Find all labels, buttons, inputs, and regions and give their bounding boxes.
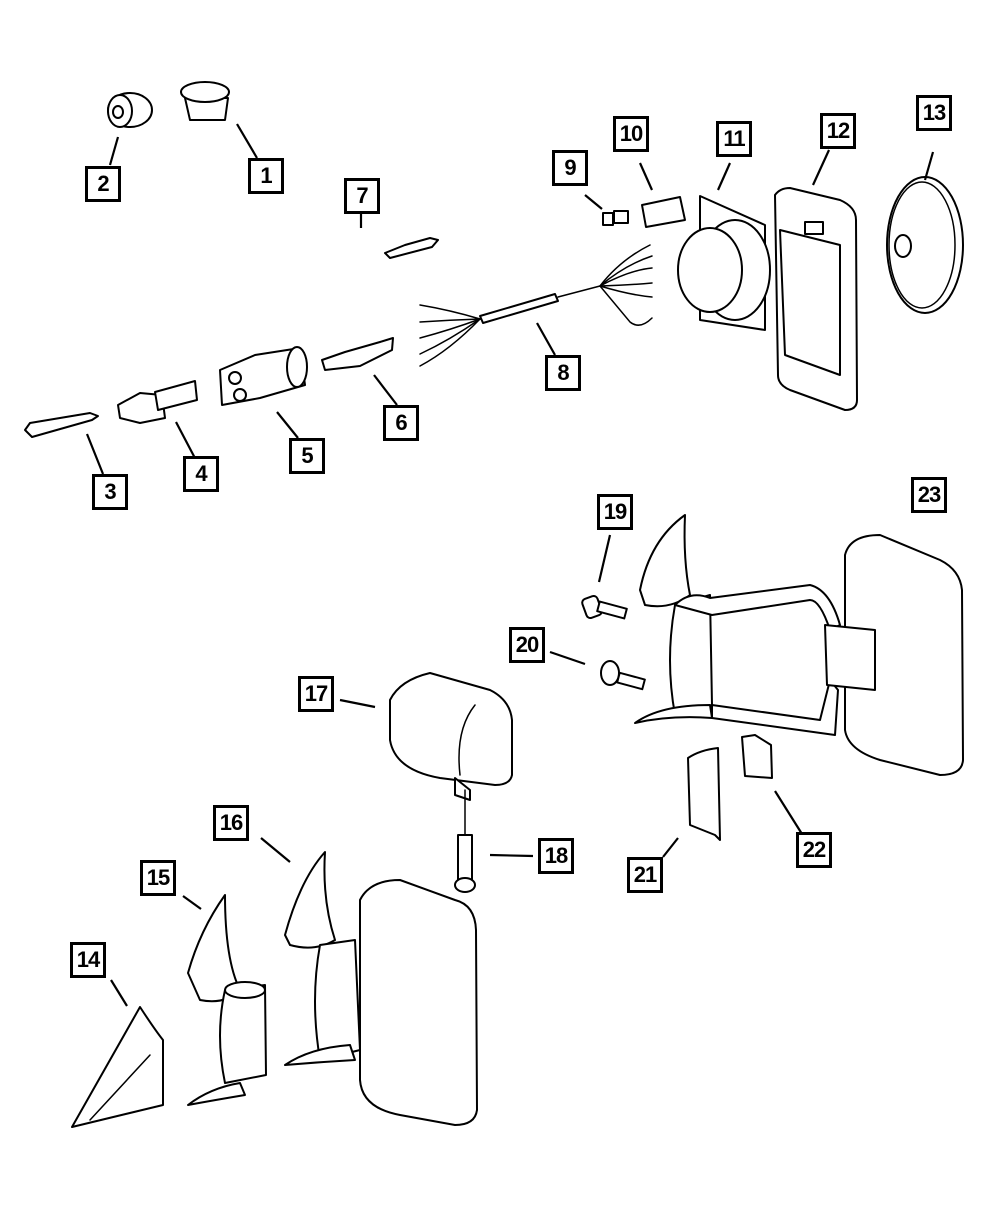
part-15-mirror-bracket [187, 894, 267, 1106]
callout-3[interactable]: 3 [92, 474, 128, 510]
part-22-clip [741, 734, 773, 779]
part-21-cover [687, 747, 721, 841]
part-16-mirror-assembly [284, 851, 478, 1126]
part-14-cover [71, 1006, 164, 1128]
part-8-wiring-harness [419, 244, 653, 367]
part-5-connector-body [219, 346, 308, 406]
callout-10[interactable]: 10 [613, 116, 649, 152]
callout-22[interactable]: 22 [796, 832, 832, 868]
callout-1[interactable]: 1 [248, 158, 284, 194]
part-20-screw [600, 660, 646, 691]
part-4-connector-housing [117, 380, 198, 424]
callout-9[interactable]: 9 [552, 150, 588, 186]
part-6-terminal [321, 337, 394, 371]
part-18-screw [454, 789, 476, 893]
part-7-terminal [384, 237, 439, 259]
callout-23[interactable]: 23 [911, 477, 947, 513]
part-23-mirror-assembly [634, 514, 964, 776]
callout-8[interactable]: 8 [545, 355, 581, 391]
callout-17[interactable]: 17 [298, 676, 334, 712]
callout-6[interactable]: 6 [383, 405, 419, 441]
part-11-mirror-motor [677, 195, 771, 331]
callout-16[interactable]: 16 [213, 805, 249, 841]
part-3-terminal [24, 412, 99, 438]
callout-11[interactable]: 11 [716, 121, 752, 157]
callout-19[interactable]: 19 [597, 494, 633, 530]
callout-2[interactable]: 2 [85, 166, 121, 202]
callout-12[interactable]: 12 [820, 113, 856, 149]
callout-21[interactable]: 21 [627, 857, 663, 893]
part-9-clip [602, 210, 629, 226]
part-2-grommet [107, 92, 153, 128]
part-13-convex-mirror [886, 176, 964, 314]
callout-13[interactable]: 13 [916, 95, 952, 131]
callout-18[interactable]: 18 [538, 838, 574, 874]
part-12-mirror-glass [774, 187, 858, 411]
leader-lines [85, 123, 935, 1007]
callout-4[interactable]: 4 [183, 456, 219, 492]
callout-15[interactable]: 15 [140, 860, 176, 896]
callout-7[interactable]: 7 [344, 178, 380, 214]
callout-14[interactable]: 14 [70, 942, 106, 978]
part-10-connector-block [641, 196, 686, 228]
callout-5[interactable]: 5 [289, 438, 325, 474]
callout-20[interactable]: 20 [509, 627, 545, 663]
part-19-bolt [581, 594, 628, 620]
part-1-cap [180, 81, 230, 121]
part-17-lamp-housing [389, 672, 513, 801]
